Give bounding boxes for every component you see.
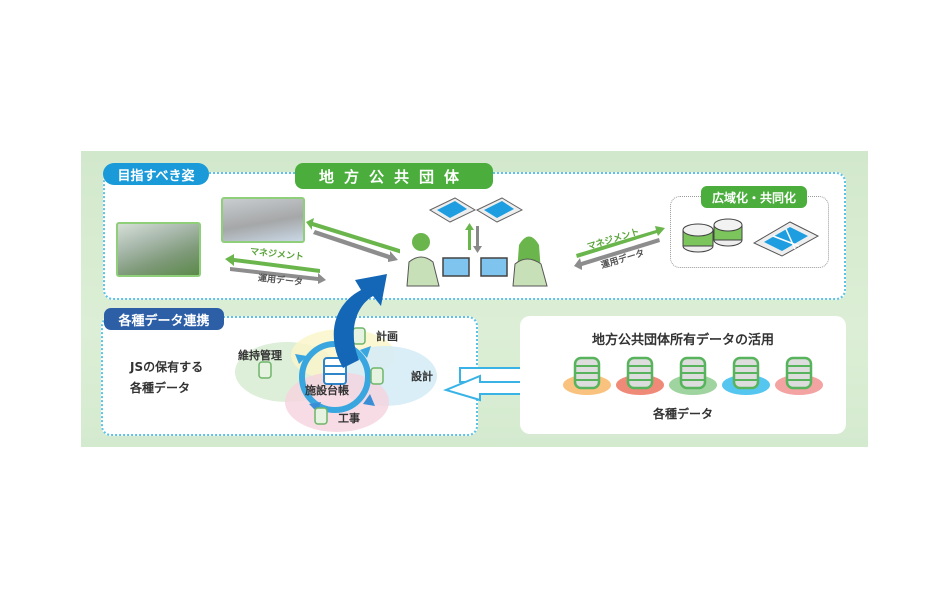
facility-photo <box>116 222 201 277</box>
data-flow-up-arrow <box>333 274 387 368</box>
staff-illustration <box>406 197 548 287</box>
female-staff-icon <box>480 236 548 287</box>
cycle-node-design: 設計 <box>411 370 433 383</box>
shared-data-tray-icon <box>428 197 477 223</box>
local-government-data-title: 地方公共団体所有データの活用 <box>591 333 774 348</box>
cycle-node-planning: 計画 <box>376 330 398 343</box>
data-source-database-icon <box>775 356 823 395</box>
cycle-node-maintenance: 維持管理 <box>238 349 282 362</box>
management-arrow <box>225 254 320 273</box>
cycle-arrow <box>363 394 375 406</box>
cycle-center-label: 施設台帳 <box>305 384 349 397</box>
facility-ledger-cycle <box>235 327 437 432</box>
management-data-arrows-left <box>225 218 400 284</box>
upload-arrow-icon <box>468 228 471 250</box>
download-arrow-icon <box>476 226 479 248</box>
shared-data-tray-icon <box>475 197 524 223</box>
tank-icon <box>713 218 743 247</box>
operation-data-arrow <box>313 230 398 262</box>
target-state-label: 目指すべき姿 <box>103 163 209 185</box>
local-government-title: 地方公共団体 <box>295 163 493 189</box>
operation-data-arrow <box>230 267 326 284</box>
operation-data-arrow <box>574 238 660 270</box>
cycle-arrow <box>360 346 371 358</box>
js-data-description-line1: JSの保有する <box>130 360 204 374</box>
maintenance-database-icon <box>258 361 272 379</box>
js-data-description-line2: 各種データ <box>130 381 191 395</box>
data-source-database-icon <box>722 356 770 395</box>
regional-facilities-icons <box>682 218 820 257</box>
cycle-node-construction: 工事 <box>338 412 360 425</box>
data-source-database-icon <box>563 356 611 395</box>
male-staff-icon <box>406 233 470 287</box>
data-source-database-icon <box>616 356 664 395</box>
management-arrow <box>306 218 400 254</box>
site-aerial-photo <box>221 197 305 243</box>
data-discs <box>563 356 823 395</box>
data-source-database-icon <box>669 356 717 395</box>
data-discs-row <box>560 355 840 400</box>
regional-cooperation-badge: 広域化・共同化 <box>701 186 807 208</box>
construction-database-icon <box>314 407 328 425</box>
management-data-arrows-right <box>574 226 665 270</box>
data-linkage-label: 各種データ連携 <box>104 308 224 330</box>
various-data-caption: 各種データ <box>652 407 713 421</box>
management-arrow <box>576 226 665 258</box>
treatment-basin-icon <box>752 221 820 257</box>
tank-icon <box>682 223 714 253</box>
facility-ledger-database-icon <box>323 357 347 385</box>
construction-area <box>285 372 389 432</box>
design-database-icon <box>370 367 384 385</box>
cycle-arrow <box>295 354 307 364</box>
